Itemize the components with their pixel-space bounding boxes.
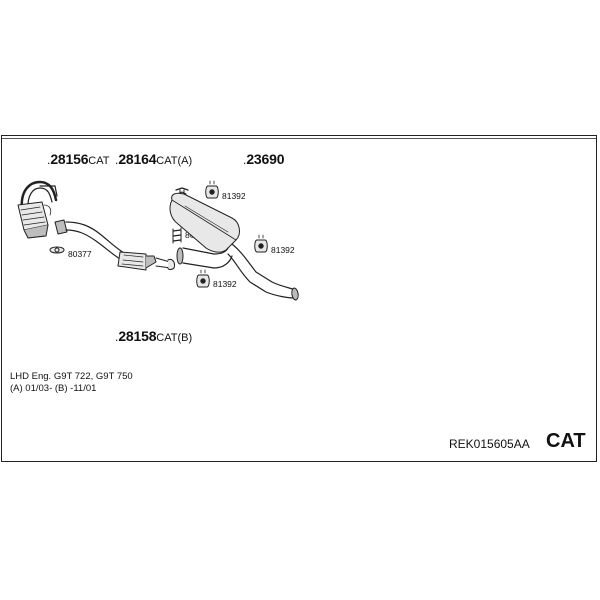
- rubber-mount-81392-right: [254, 234, 268, 253]
- reference-code: REK015605AA: [449, 437, 530, 451]
- part-suffix: CAT(A): [156, 155, 193, 167]
- part-number: 28164: [118, 151, 157, 167]
- rubber-mount-81392-bottom: [196, 269, 210, 288]
- part-label-28158: .28158CAT(B): [115, 328, 193, 344]
- small-part-81392-top: 81392: [222, 191, 246, 201]
- part-number: 28156: [50, 151, 89, 167]
- part-label-28164: .28164CAT(A): [115, 151, 193, 167]
- small-part-81392-right: 81392: [271, 245, 295, 255]
- date-note: (A) 01/03- (B) -11/01: [10, 383, 97, 394]
- front-pipe-catalyst-part: [54, 219, 175, 271]
- diagram-frame: [1, 135, 597, 462]
- part-label-23690: .23690: [243, 151, 285, 167]
- part-suffix: CAT: [88, 155, 110, 167]
- rubber-mount-81392-top: [205, 180, 219, 199]
- category-label: CAT: [546, 430, 586, 452]
- rear-silencer-part: [169, 187, 299, 301]
- part-number: 23690: [246, 151, 285, 167]
- part-suffix: CAT(B): [156, 332, 193, 344]
- frame-top-rule: [2, 138, 596, 139]
- engine-note: LHD Eng. G9T 722, G9T 750: [10, 371, 133, 382]
- part-label-28156: .28156CAT: [47, 151, 110, 167]
- small-part-81392-bottom: 81392: [213, 279, 237, 289]
- part-number: 28158: [118, 328, 157, 344]
- gasket-80377: [49, 246, 65, 254]
- small-part-80377: 80377: [68, 249, 92, 259]
- manifold-catalyst-part: [17, 180, 58, 239]
- bracket-86219: [172, 227, 182, 244]
